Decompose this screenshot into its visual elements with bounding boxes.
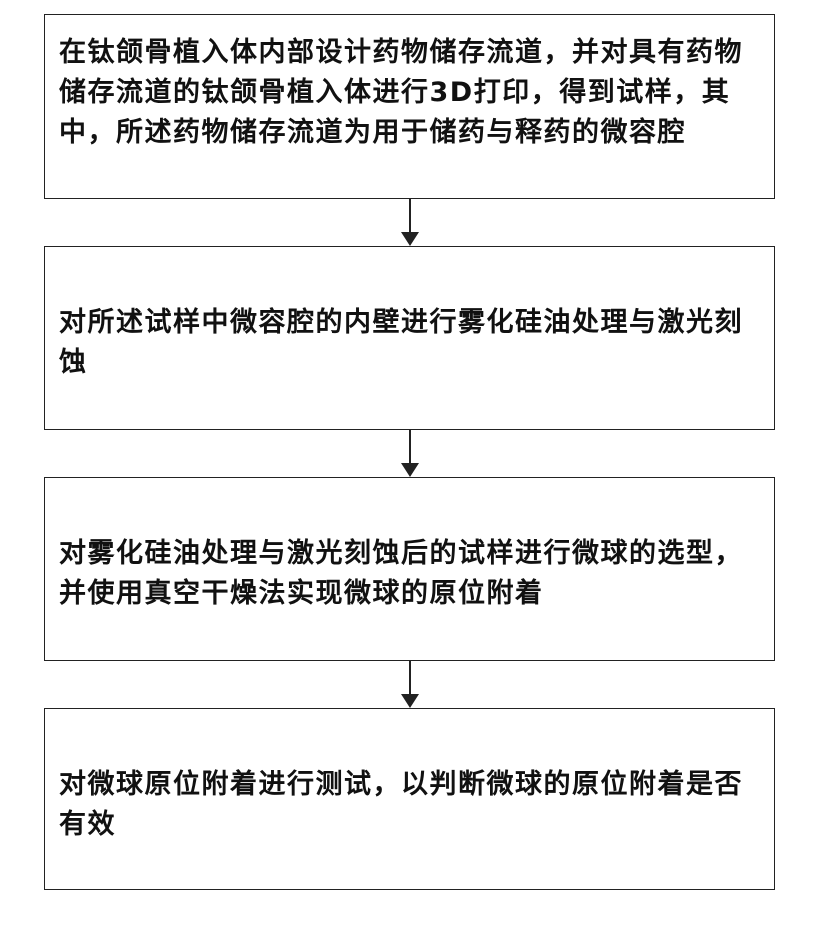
arrow-down-1 <box>401 199 419 246</box>
step-text-1: 在钛颌骨植入体内部设计药物储存流道，并对具有药物储存流道的钛颌骨植入体进行3D打… <box>59 33 758 153</box>
arrow-shaft <box>409 661 411 695</box>
step-text-2: 对所述试样中微容腔的内壁进行雾化硅油处理与激光刻蚀 <box>59 303 758 383</box>
step-text-4: 对微球原位附着进行测试，以判断微球的原位附着是否有效 <box>59 765 758 845</box>
step-box-4: 对微球原位附着进行测试，以判断微球的原位附着是否有效 <box>44 708 775 890</box>
step-box-1: 在钛颌骨植入体内部设计药物储存流道，并对具有药物储存流道的钛颌骨植入体进行3D打… <box>44 14 775 199</box>
arrow-shaft <box>409 430 411 464</box>
arrow-down-2 <box>401 430 419 477</box>
step-text-3: 对雾化硅油处理与激光刻蚀后的试样进行微球的选型，并使用真空干燥法实现微球的原位附… <box>59 534 758 614</box>
arrow-head-icon <box>401 463 419 477</box>
step-box-3: 对雾化硅油处理与激光刻蚀后的试样进行微球的选型，并使用真空干燥法实现微球的原位附… <box>44 477 775 661</box>
step-box-2: 对所述试样中微容腔的内壁进行雾化硅油处理与激光刻蚀 <box>44 246 775 430</box>
arrow-head-icon <box>401 232 419 246</box>
arrow-shaft <box>409 199 411 233</box>
arrow-down-3 <box>401 661 419 708</box>
arrow-head-icon <box>401 694 419 708</box>
